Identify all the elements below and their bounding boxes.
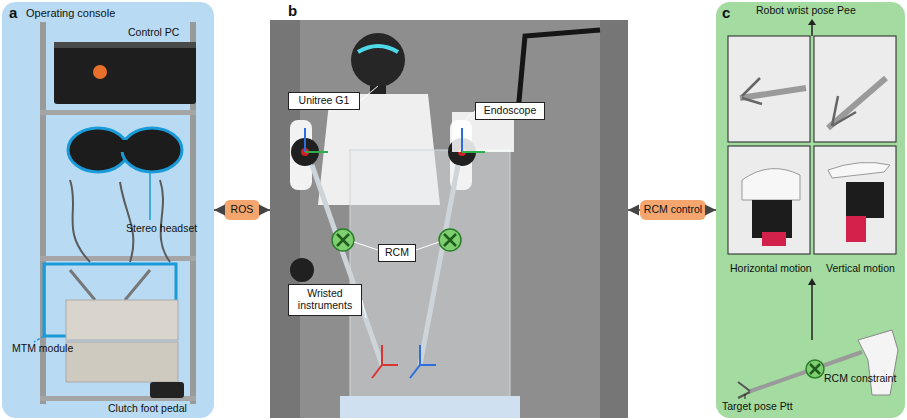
robot-photo bbox=[270, 20, 628, 418]
callout-box: Wristed instruments bbox=[288, 284, 362, 316]
interface-box: RCM control bbox=[640, 200, 706, 220]
rcm-cross bbox=[444, 234, 456, 246]
double-arrow bbox=[706, 209, 716, 211]
interface-box: ROS bbox=[224, 200, 260, 220]
box-label: Unitree G1 bbox=[299, 95, 350, 107]
instrument-jaw bbox=[742, 78, 762, 104]
mtm-box bbox=[66, 300, 178, 340]
inset-photo bbox=[814, 36, 896, 142]
leader-line bbox=[362, 300, 366, 318]
part-label: RCM constraint bbox=[824, 372, 896, 384]
logo bbox=[93, 65, 107, 79]
panel-heading: Operating console bbox=[26, 7, 115, 19]
photo-wall bbox=[300, 20, 600, 418]
joint-disk bbox=[290, 258, 314, 282]
frame-bar bbox=[40, 256, 196, 261]
axis-y bbox=[462, 151, 485, 153]
robot-head bbox=[351, 33, 405, 87]
instrument-shaft bbox=[828, 78, 886, 128]
leader-line bbox=[354, 242, 378, 250]
leader-line bbox=[465, 111, 475, 120]
callout-box: Endoscope bbox=[475, 102, 545, 120]
rcm-circle bbox=[332, 229, 354, 251]
panel-letter: b bbox=[288, 2, 297, 19]
part-label: Robot wrist pose Pee bbox=[756, 4, 856, 16]
instrument-jaw bbox=[832, 96, 856, 126]
inset-photo bbox=[728, 146, 810, 254]
box-label: ROS bbox=[231, 204, 254, 216]
box-label: Endoscope bbox=[484, 105, 537, 117]
rcm-circle bbox=[439, 229, 461, 251]
control-pc-lid bbox=[54, 42, 196, 48]
control-pc bbox=[54, 42, 196, 104]
rcm-cross bbox=[810, 364, 820, 374]
callout-box: RCM bbox=[378, 244, 416, 262]
axis-y bbox=[305, 151, 328, 153]
endoscope-holder bbox=[518, 30, 600, 112]
part-label: Horizontal motion bbox=[730, 262, 812, 274]
rcm-circle bbox=[806, 360, 824, 378]
photo-background bbox=[270, 20, 628, 418]
mtm-box bbox=[66, 342, 178, 382]
axis-z bbox=[304, 128, 306, 152]
instrument-shaft bbox=[312, 165, 382, 365]
part-label: Target pose Ptt bbox=[722, 400, 793, 412]
robot-visor bbox=[358, 46, 398, 52]
part-label: Clutch foot pedal bbox=[108, 402, 187, 414]
axis-arrows bbox=[305, 128, 485, 378]
part-label: Vertical motion bbox=[826, 262, 895, 274]
rcm-cross bbox=[337, 234, 349, 246]
instrument-shaft bbox=[420, 165, 458, 365]
double-arrow bbox=[260, 209, 270, 211]
box-label: Wristed instruments bbox=[289, 288, 361, 311]
wrist-motor-cap bbox=[846, 216, 866, 242]
part-label: MTM module bbox=[12, 342, 73, 354]
leader-line bbox=[416, 242, 439, 250]
double-arrow bbox=[214, 209, 224, 211]
acrylic-box bbox=[350, 150, 510, 400]
leader-line bbox=[745, 394, 746, 399]
part-label: Stereo headset bbox=[126, 222, 197, 234]
wrist-body bbox=[742, 169, 800, 200]
leader-line bbox=[149, 173, 151, 220]
inset-photo bbox=[728, 36, 810, 142]
leader-line bbox=[360, 86, 378, 101]
box-label: RCM bbox=[385, 247, 409, 259]
foot-pedal bbox=[150, 382, 184, 398]
part-label: Control PC bbox=[128, 26, 179, 38]
tip-frame bbox=[372, 345, 398, 378]
double-arrow bbox=[628, 209, 640, 211]
callout-box: Unitree G1 bbox=[288, 92, 360, 110]
robot-neck bbox=[370, 86, 386, 94]
panel-letter: c bbox=[722, 4, 730, 21]
tip-frame bbox=[410, 345, 436, 378]
panel-letter: a bbox=[9, 4, 17, 21]
wrist-motor-cap bbox=[762, 232, 786, 246]
box-label: RCM control bbox=[644, 204, 702, 216]
inset-photo bbox=[814, 146, 896, 254]
pose-arrow bbox=[811, 282, 813, 340]
table bbox=[340, 396, 520, 418]
axis-z bbox=[461, 128, 463, 152]
headset-bridge bbox=[118, 140, 132, 152]
wrist-motor bbox=[846, 182, 884, 218]
wrist-body bbox=[828, 162, 890, 178]
frame-bar bbox=[40, 110, 196, 115]
